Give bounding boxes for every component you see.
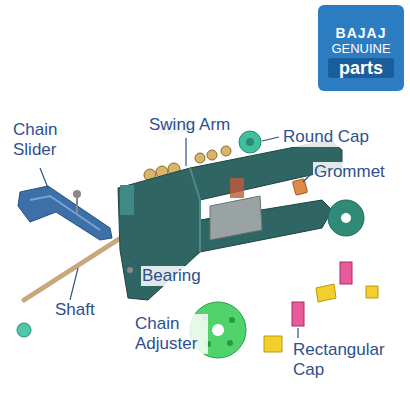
chain-slider bbox=[18, 186, 112, 240]
shaft bbox=[24, 232, 130, 300]
round-cap bbox=[239, 131, 261, 153]
part-label: Chain Adjuster bbox=[134, 314, 208, 354]
part-label: Rectangular Cap bbox=[292, 340, 406, 380]
part-label: Bearing bbox=[141, 266, 202, 286]
rectangular-cap bbox=[340, 262, 352, 284]
swing-arm bbox=[118, 140, 342, 300]
logo-box: BAJAJGENUINE parts bbox=[318, 5, 404, 91]
part-label: Grommet bbox=[313, 162, 386, 182]
part-label: Shaft bbox=[54, 300, 96, 320]
part-label: Round Cap bbox=[282, 127, 370, 147]
logo-text: BAJAJ bbox=[318, 25, 404, 41]
logo-text: GENUINE bbox=[318, 41, 404, 56]
part-label: Chain Slider bbox=[12, 120, 72, 160]
part-label: Swing Arm bbox=[148, 115, 231, 135]
logo-text: parts bbox=[328, 58, 394, 78]
grommet bbox=[292, 179, 307, 196]
leader-line bbox=[40, 137, 311, 338]
